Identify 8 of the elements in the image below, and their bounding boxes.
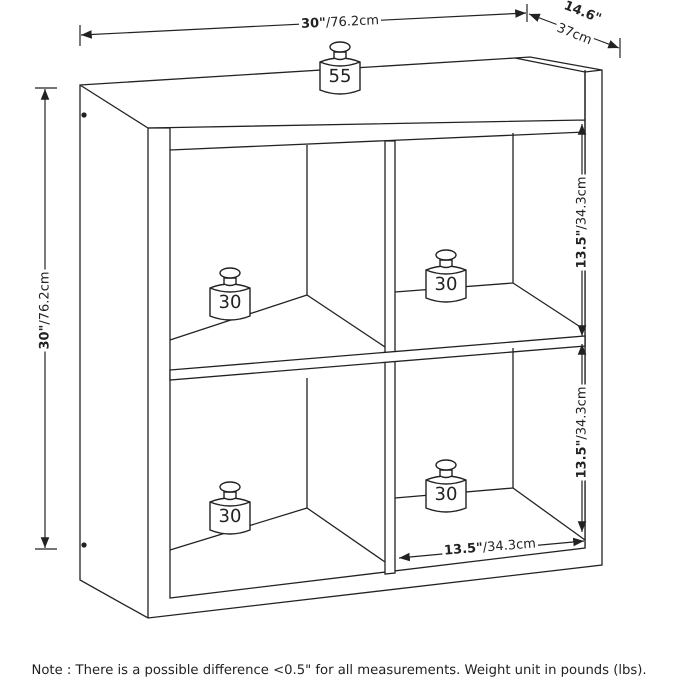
weight-value: 30: [434, 484, 458, 505]
weight-value: 30: [218, 506, 242, 527]
weight-value: 30: [218, 292, 242, 313]
weight-value: 55: [328, 66, 352, 87]
dimension-label: 30"/76.2cm: [38, 269, 52, 351]
weight-value: 30: [434, 274, 458, 295]
dimension-label: 13.5"/34.3cm: [574, 174, 590, 270]
dimension-label: 13.5"/34.3cm: [574, 384, 590, 480]
